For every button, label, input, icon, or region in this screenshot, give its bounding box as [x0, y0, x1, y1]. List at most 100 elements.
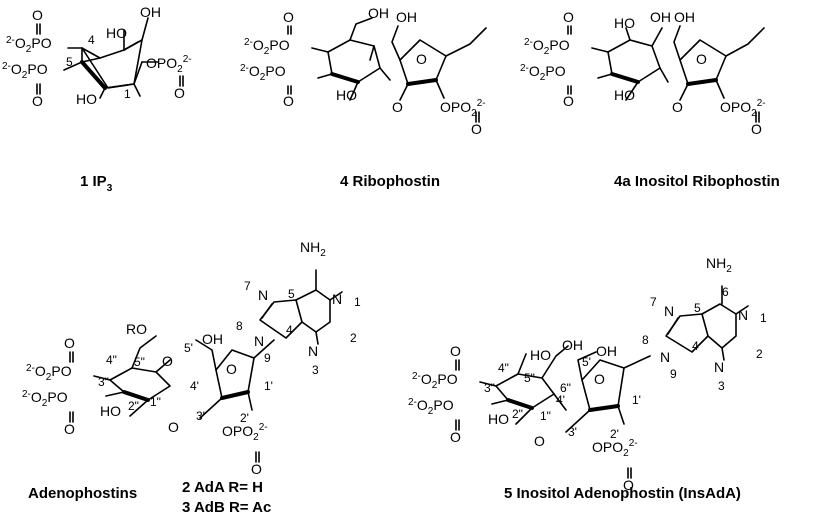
ada-loc-3: 3: [312, 363, 319, 377]
ada-loc-9: 9: [264, 351, 271, 365]
ip3-oh-top: OH: [140, 4, 161, 20]
ada-n3: N: [308, 343, 318, 359]
ins-loc-4: 4: [692, 339, 699, 353]
ada-nh2: NH2: [300, 239, 326, 259]
ins2-o-top: O: [450, 343, 461, 359]
ada-o-top: O: [64, 335, 75, 351]
ip3-locant-4: 4: [88, 33, 95, 47]
captions-row-2: Adenophostins 2 AdA R= H 3 AdB R= Ac 5 I…: [28, 479, 741, 516]
ada-loc-3pp: 3": [98, 375, 109, 389]
compound-4-ribophostin: OH OH O 2-O2PO 2-O2PO O HO O O OPO22- O: [240, 5, 487, 137]
ribo-oh-5: OH: [368, 5, 389, 21]
ribo-oh-furanose: OH: [396, 9, 417, 25]
ada-loc-1pp: 1": [150, 395, 161, 409]
ip3-po-4: 2-O2PO: [6, 35, 52, 55]
ada-o-bottom: O: [64, 421, 75, 437]
ada-pyran-o: O: [162, 353, 173, 369]
ada-n1: N: [332, 291, 342, 307]
ip3-po-5: 2-O2PO: [2, 61, 48, 81]
ins-ho-bottom: HO: [614, 87, 635, 103]
ins-loc-2p: 2': [610, 427, 619, 441]
compound-1-ip3: OH HO O 2-O2PO 2-O2PO O OPO22- O HO 4 5 …: [2, 4, 192, 109]
ins-loc-6: 6: [722, 285, 729, 299]
ins-ho-1: HO: [614, 15, 635, 31]
ins-loc-1p: 1': [632, 393, 641, 407]
ins-o-bottom: O: [563, 93, 574, 109]
ins-n3: N: [714, 359, 724, 375]
ada-loc-2: 2: [350, 331, 357, 345]
ins2-po-4: 2-O2PO: [412, 371, 458, 391]
ins-n1: N: [738, 307, 748, 323]
ada-loc-3p: 3': [196, 409, 205, 423]
caption-1: 1 IP3: [80, 173, 113, 194]
ada-loc-1p: 1': [264, 379, 273, 393]
ada-n7: N: [258, 287, 268, 303]
caption-4a: 4a Inositol Ribophostin: [614, 173, 780, 190]
ip3-o-bottom: O: [32, 93, 43, 109]
ribo-o-p: O: [471, 121, 482, 137]
ada-po-4: 2-O2PO: [26, 363, 72, 383]
ada-po-3: 2-O2PO: [22, 389, 68, 409]
ins2-po-3: 2-O2PO: [408, 397, 454, 417]
ada-loc-5pp: 5": [134, 355, 145, 369]
ip3-o-right: O: [174, 85, 185, 101]
ins-loc-1pp: 1": [540, 409, 551, 423]
ins-o-top: O: [563, 9, 574, 25]
ins-loc-3pp: 3": [484, 381, 495, 395]
ins-loc-2: 2: [756, 347, 763, 361]
ins-loc-4pp: 4": [498, 361, 509, 375]
ins-n9: N: [660, 349, 670, 365]
compound-4a: HO OH OH O 2-O2PO 2-O2PO O HO O O OPO22-…: [520, 9, 766, 137]
compound-5-insada: NH2 N N N N 7 8 9 5 4 6 1 2 3 OH O 5' 4'…: [408, 255, 767, 493]
ins2-ho-bottom: HO: [488, 411, 509, 427]
ada-ro: RO: [126, 321, 147, 337]
ins2-o-p: O: [623, 477, 634, 493]
caption-4: 4 Ribophostin: [340, 173, 440, 190]
compound-adenophostins: NH2 N N N N 7 8 9 5 4 1 2 3 OH O 5' 4' 3…: [22, 239, 361, 477]
ada-glyco-o: O: [168, 419, 179, 435]
ada-loc-1: 1: [354, 295, 361, 309]
ip3-ho-bottom: HO: [76, 91, 97, 107]
ins-loc-3p: 3': [568, 425, 577, 439]
caption-5: 5 Inositol Adenophostin (InsAdA): [504, 485, 741, 502]
ribo-o-top: O: [283, 9, 294, 25]
ip3-ho: HO: [106, 25, 127, 41]
ada-ring-o: O: [226, 361, 237, 377]
ins2-glyco-o: O: [534, 433, 545, 449]
ada-n9: N: [254, 333, 264, 349]
ip3-ring: [81, 39, 143, 89]
ins-oh-5p: OH: [596, 343, 617, 359]
ins-po-1: 2-O2PO: [524, 37, 570, 57]
ada-loc-2pp: 2": [128, 399, 139, 413]
ins-loc-7: 7: [650, 295, 657, 309]
caption-adenophostins: Adenophostins: [28, 485, 137, 502]
caption-adb: 3 AdB R= Ac: [182, 499, 271, 516]
ada-loc-4p: 4': [190, 379, 199, 393]
ins-loc-9: 9: [670, 367, 677, 381]
ada-loc-4: 4: [286, 323, 293, 337]
ribo-ring-o: O: [416, 51, 427, 67]
ada-loc-2p: 2': [240, 411, 249, 425]
ins-o-p: O: [751, 121, 762, 137]
ada-loc-5: 5: [288, 287, 295, 301]
ada-opo2: OPO22-: [222, 422, 268, 443]
captions-row-1: 1 IP3 4 Ribophostin 4a Inositol Ribophos…: [80, 173, 780, 194]
ada-oh-5p: OH: [202, 331, 223, 347]
ins-loc-2pp: 2": [512, 407, 523, 421]
ada-loc-8: 8: [236, 319, 243, 333]
ins-loc-6pp: 6": [560, 381, 571, 395]
ins-loc-3: 3: [718, 379, 725, 393]
ada-ho: HO: [100, 403, 121, 419]
ins-oh-2: OH: [674, 9, 695, 25]
ins-loc-5p: 5': [582, 355, 591, 369]
ins-oh-1: OH: [650, 9, 671, 25]
ada-loc-4pp: 4": [106, 353, 117, 367]
ribo-glyco-o: O: [392, 99, 403, 115]
ins-glyco-o: O: [672, 99, 683, 115]
ada-loc-5p: 5': [184, 341, 193, 355]
ada-loc-7: 7: [244, 279, 251, 293]
ribo-ho: HO: [336, 87, 357, 103]
ins-ring-o: O: [696, 51, 707, 67]
ins2-ho-top: HO: [530, 347, 551, 363]
